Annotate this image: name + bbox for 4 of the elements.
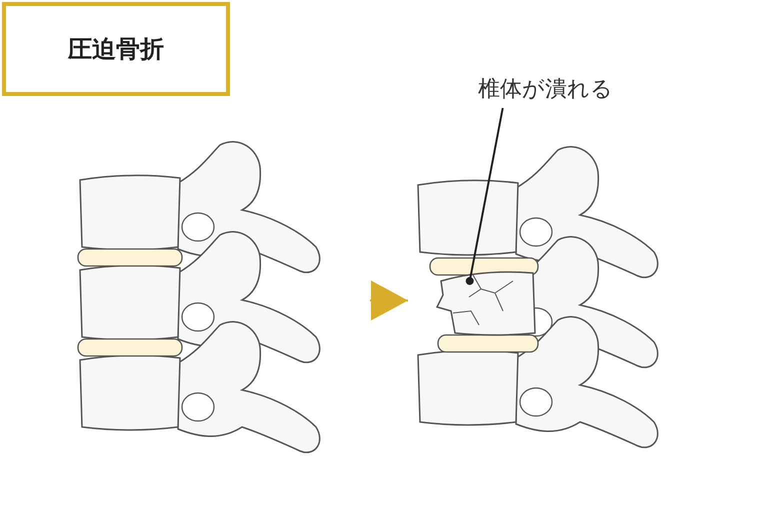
title: 圧迫骨折 bbox=[2, 2, 230, 96]
leader-line bbox=[466, 108, 504, 285]
arrow bbox=[370, 282, 408, 319]
callout-text: 椎体が潰れる bbox=[478, 74, 643, 108]
